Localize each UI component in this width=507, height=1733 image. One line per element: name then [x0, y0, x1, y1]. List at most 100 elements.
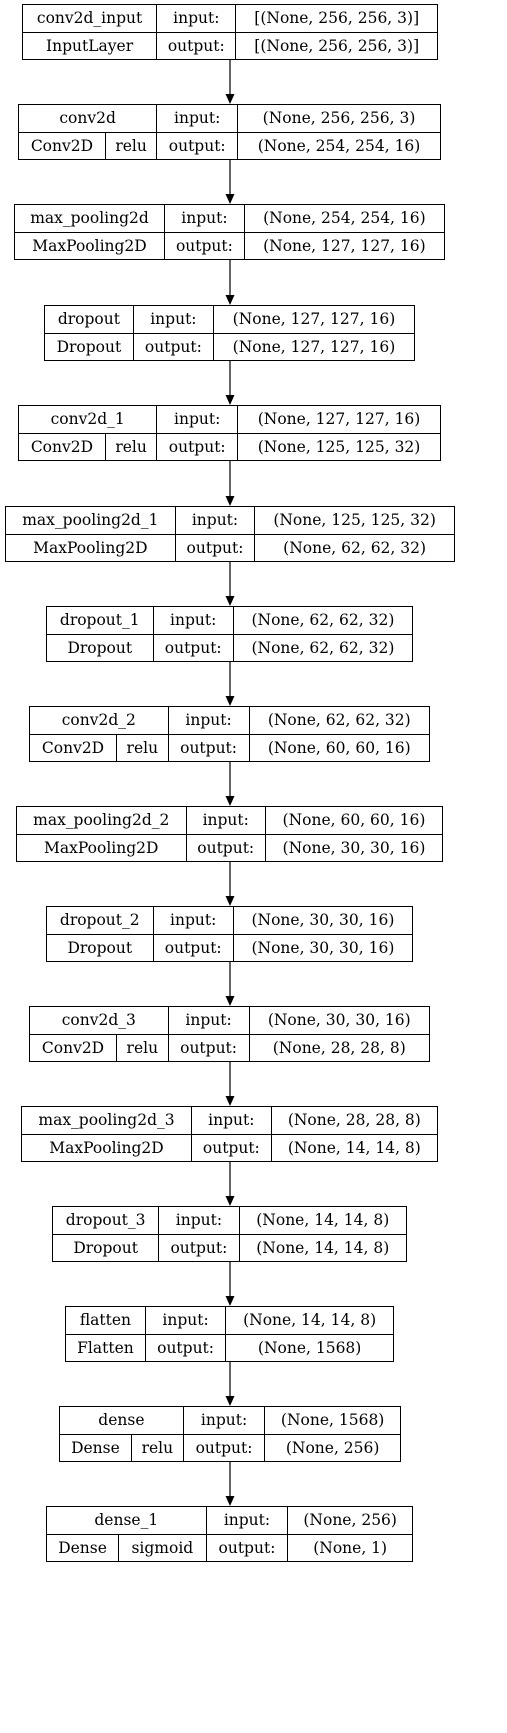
input-label: input:	[132, 306, 214, 334]
input-shape: (None, 256)	[287, 1507, 412, 1535]
output-shape: (None, 1568)	[225, 1334, 393, 1362]
output-label: output:	[156, 433, 239, 461]
output-shape: (None, 1)	[287, 1534, 412, 1562]
input-shape: (None, 256, 256, 3)	[237, 105, 440, 133]
layer-type: Dropout	[53, 1234, 160, 1262]
input-label: input:	[144, 1307, 227, 1335]
layer-type: Dropout	[47, 934, 154, 962]
input-label: input:	[164, 205, 245, 233]
layer-type: Dropout	[45, 333, 134, 361]
output-shape: (None, 14, 14, 8)	[270, 1134, 437, 1162]
input-shape: (None, 62, 62, 32)	[232, 607, 412, 635]
output-shape: (None, 62, 62, 32)	[254, 534, 454, 562]
layer-type: Dropout	[47, 634, 154, 662]
input-shape: [(None, 256, 256, 3)]	[235, 5, 437, 33]
layer-type: Flatten	[66, 1334, 146, 1362]
layer-type: MaxPooling2D	[17, 834, 187, 862]
output-shape: (None, 62, 62, 32)	[232, 634, 412, 662]
edges	[225, 60, 235, 1506]
input-shape: (None, 254, 254, 16)	[243, 205, 444, 233]
output-label: output:	[182, 1434, 266, 1462]
layer-type: InputLayer	[23, 32, 158, 60]
edge-arrow	[225, 862, 235, 906]
layer-name: dropout	[45, 306, 134, 334]
edge-arrow	[225, 60, 235, 104]
output-shape: (None, 127, 127, 16)	[243, 232, 444, 260]
input-shape: (None, 127, 127, 16)	[212, 306, 414, 334]
edge-arrow	[225, 1362, 235, 1406]
output-label: output:	[185, 834, 266, 862]
output-shape: (None, 254, 254, 16)	[237, 132, 440, 160]
input-shape: (None, 1568)	[264, 1407, 400, 1435]
input-label: input:	[156, 406, 239, 434]
input-shape: (None, 30, 30, 16)	[232, 907, 412, 935]
output-label: output:	[144, 1334, 227, 1362]
layer-name: conv2d_3	[30, 1007, 169, 1035]
output-label: output:	[174, 534, 256, 562]
activation: relu	[116, 734, 169, 762]
output-label: output:	[167, 734, 250, 762]
edge-arrow	[225, 160, 235, 204]
input-label: input:	[191, 1107, 272, 1135]
edge-arrow	[225, 562, 235, 606]
layer-name: dropout_1	[47, 607, 154, 635]
input-label: input:	[205, 1507, 289, 1535]
activation: relu	[116, 1034, 169, 1062]
layer-type: Conv2D	[19, 132, 106, 160]
input-label: input:	[156, 105, 239, 133]
edge-arrow	[225, 662, 235, 706]
input-shape: (None, 62, 62, 32)	[248, 707, 429, 735]
output-shape: (None, 127, 127, 16)	[212, 333, 414, 361]
output-label: output:	[156, 132, 239, 160]
layer-name: max_pooling2d	[15, 205, 166, 233]
input-label: input:	[167, 707, 250, 735]
activation: relu	[130, 1434, 184, 1462]
layer-type: Dense	[60, 1434, 132, 1462]
edge-arrow	[225, 762, 235, 806]
edge-arrow	[225, 1062, 235, 1106]
output-shape: (None, 30, 30, 16)	[264, 834, 442, 862]
input-shape: (None, 30, 30, 16)	[248, 1007, 429, 1035]
layer-type: MaxPooling2D	[15, 232, 166, 260]
layer-name: max_pooling2d_3	[22, 1107, 192, 1135]
output-label: output:	[152, 934, 234, 962]
output-label: output:	[167, 1034, 250, 1062]
output-label: output:	[132, 333, 214, 361]
input-label: input:	[156, 5, 237, 33]
layer-type: Conv2D	[19, 433, 106, 461]
layer-name: dense	[60, 1407, 184, 1435]
edge-arrow	[225, 1162, 235, 1206]
layer-name: conv2d_input	[23, 5, 158, 33]
edge-arrow	[225, 962, 235, 1006]
edge-arrow	[225, 361, 235, 405]
input-label: input:	[152, 607, 234, 635]
input-label: input:	[182, 1407, 266, 1435]
input-label: input:	[174, 507, 256, 535]
layer-type: MaxPooling2D	[6, 534, 176, 562]
input-label: input:	[185, 807, 266, 835]
layer-type: Conv2D	[30, 734, 118, 762]
layer-name: dropout_2	[47, 907, 154, 935]
edge-arrow	[225, 260, 235, 305]
output-label: output:	[158, 1234, 240, 1262]
activation: relu	[104, 433, 158, 461]
output-label: output:	[191, 1134, 272, 1162]
output-shape: [(None, 256, 256, 3)]	[235, 32, 437, 60]
input-shape: (None, 127, 127, 16)	[237, 406, 440, 434]
input-label: input:	[167, 1007, 250, 1035]
input-shape: (None, 14, 14, 8)	[225, 1307, 393, 1335]
layer-name: dense_1	[47, 1507, 207, 1535]
input-label: input:	[152, 907, 234, 935]
layer-name: flatten	[66, 1307, 146, 1335]
output-label: output:	[205, 1534, 289, 1562]
